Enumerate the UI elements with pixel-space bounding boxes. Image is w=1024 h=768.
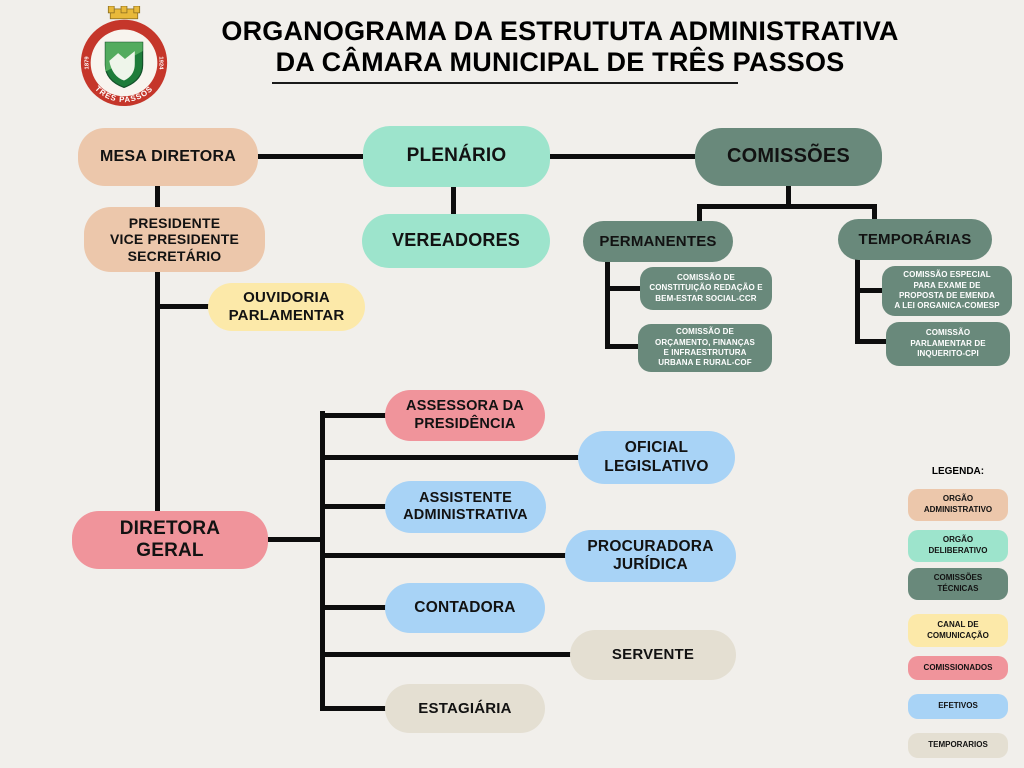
connector-mesa-presidente — [155, 184, 160, 209]
connector-permanentes-stub — [697, 204, 702, 224]
node-permanentes: PERMANENTES — [583, 221, 733, 262]
connector-presidente-diretora — [155, 270, 160, 513]
connector-comissoes-stub — [786, 184, 791, 208]
node-comissao-ccr: COMISSÃO DE CONSTITUIÇÃO REDAÇÃO E BEM-E… — [640, 267, 772, 310]
connector-spine-oficial — [320, 455, 582, 460]
legend-item-efetivos: EFETIVOS — [908, 694, 1008, 719]
connector-spine-estagiaria — [320, 706, 390, 711]
node-ouvidoria: OUVIDORIA PARLAMENTAR — [208, 283, 365, 331]
node-comissoes: COMISSÕES — [695, 128, 882, 186]
page-title: ORGANOGRAMA DA ESTRUTUTA ADMINISTRATIVA … — [178, 16, 942, 78]
node-plenario: PLENÁRIO — [363, 126, 550, 187]
castle-icon — [107, 5, 141, 20]
title-underline — [272, 82, 738, 84]
connector-temporarias-spine — [855, 258, 860, 344]
title-line2: DA CÂMARA MUNICIPAL DE TRÊS PASSOS — [275, 47, 845, 77]
connector-spine-contadora — [320, 605, 390, 610]
legend-item-canal-comunicacao: CANAL DE COMUNICAÇÃO — [908, 614, 1008, 647]
connector-plenario-comissoes — [546, 154, 699, 159]
node-diretora-geral: DIRETORA GERAL — [72, 511, 268, 569]
camara-logo: TRÊS PASSOS 1879 1924 — [74, 5, 174, 108]
connector-spine-assistente — [320, 504, 390, 509]
connector-temporarias-cpi — [855, 339, 891, 344]
legend-item-comissoes-tecnicas: COMISSÕES TÉCNICAS — [908, 568, 1008, 600]
node-comissao-comesp: COMISSÃO ESPECIAL PARA EXAME DE PROPOSTA… — [882, 266, 1012, 316]
connector-temporarias-comesp — [855, 288, 887, 293]
legend-item-orgao-deliberativo: ORGÃO DELIBERATIVO — [908, 530, 1008, 562]
coat-of-arms-icon: TRÊS PASSOS 1879 1924 — [80, 5, 168, 107]
connector-permanentes-ccr — [605, 286, 645, 291]
connector-diretora-spine — [263, 537, 325, 542]
connector-permanentes-cof — [605, 344, 643, 349]
logo-right-year: 1924 — [157, 56, 163, 70]
connector-plenario-vereadores — [451, 185, 456, 216]
connector-spine-assessora — [320, 413, 390, 418]
node-oficial-legislativo: OFICIAL LEGISLATIVO — [578, 431, 735, 484]
node-vereadores: VEREADORES — [362, 214, 550, 268]
legend-item-orgao-administrativo: ORGÃO ADMINISTRATIVO — [908, 489, 1008, 521]
connector-comissoes-bar — [697, 204, 877, 209]
legend-item-comissionados: COMISSIONADOS — [908, 656, 1008, 680]
node-assistente-administrativa: ASSISTENTE ADMINISTRATIVA — [385, 481, 546, 533]
node-presidente: PRESIDENTE VICE PRESIDENTE SECRETÁRIO — [84, 207, 265, 272]
node-comissao-cof: COMISSÃO DE ORÇAMENTO, FINANÇAS E INFRAE… — [638, 324, 772, 372]
node-mesa-diretora: MESA DIRETORA — [78, 128, 258, 186]
connector-mesa-plenario — [252, 154, 367, 159]
connector-spine-procuradora — [320, 553, 570, 558]
shield-icon — [104, 41, 144, 89]
connector-temporarias-stub — [872, 204, 877, 222]
connector-ouvidoria-branch — [155, 304, 217, 309]
connector-spine-servente — [320, 652, 575, 657]
connector-permanentes-spine — [605, 260, 610, 349]
logo-left-year: 1879 — [85, 56, 91, 70]
node-procuradora-juridica: PROCURADORA JURÍDICA — [565, 530, 736, 582]
node-estagiaria: ESTAGIÁRIA — [385, 684, 545, 733]
node-contadora: CONTADORA — [385, 583, 545, 633]
node-servente: SERVENTE — [570, 630, 736, 680]
node-comissao-cpi: COMISSÃO PARLAMENTAR DE INQUERITO-CPI — [886, 322, 1010, 366]
legend-item-temporarios: TEMPORARIOS — [908, 733, 1008, 758]
node-assessora-presidencia: ASSESSORA DA PRESIDÊNCIA — [385, 390, 545, 441]
title-line1: ORGANOGRAMA DA ESTRUTUTA ADMINISTRATIVA — [221, 16, 899, 46]
connector-staff-spine — [320, 411, 325, 711]
legend-title: LEGENDA: — [931, 466, 985, 477]
node-temporarias: TEMPORÁRIAS — [838, 219, 992, 260]
